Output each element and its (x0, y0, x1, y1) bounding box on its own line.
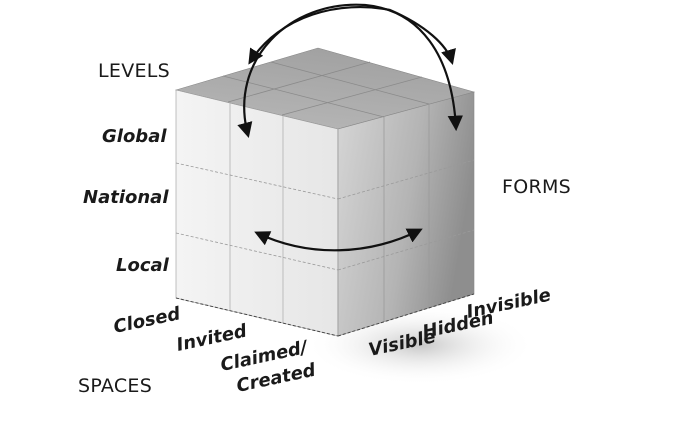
forms-label: FORMS (502, 176, 571, 198)
level-national: National (83, 187, 169, 208)
top-arrow-right (248, 6, 456, 65)
levels-label: LEVELS (98, 60, 170, 82)
form-invisible: Invisible (465, 285, 553, 323)
top-face-grid (222, 61, 430, 118)
space-closed: Closed (112, 303, 184, 338)
middle-arrow (254, 228, 423, 252)
spaces-label: SPACES (78, 375, 152, 397)
front-bottom-edge (175, 297, 339, 337)
front-face-grid (175, 103, 339, 323)
right-bottom-edge (337, 293, 475, 337)
rotation-arrows (237, 3, 464, 252)
level-global: Global (102, 126, 167, 147)
level-local: Local (116, 255, 170, 276)
cube-right-face (337, 91, 475, 337)
right-face-grid (337, 104, 475, 322)
cube-front-face (175, 89, 339, 337)
